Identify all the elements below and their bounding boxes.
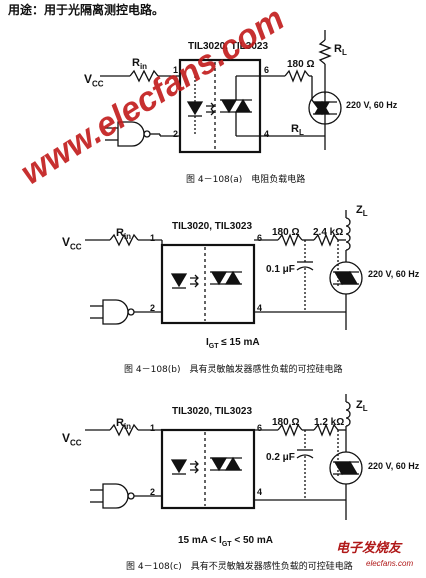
- cap-b-bottom: [296, 266, 314, 271]
- rl-top-resistor-a: [318, 39, 332, 65]
- cap-label-b: 0.1 μF: [266, 264, 295, 275]
- caption-b: 图 4－108(b) 具有灵敏触发器感性负载的可控硅电路: [124, 365, 343, 375]
- logo-text: 电子发烧友: [336, 541, 402, 556]
- pin4-a: 4: [264, 129, 270, 139]
- zl-inductor-b: [345, 217, 351, 251]
- circuit-c-diagram: [85, 394, 363, 520]
- rin-label-b: Rin: [116, 227, 132, 242]
- ic-box-a: [178, 58, 262, 154]
- vcc-label-a: VCC: [84, 72, 104, 89]
- r180-label-a: 180 Ω: [287, 59, 315, 70]
- ic-label-c: TIL3020, TIL3023: [172, 406, 253, 417]
- ac-label-a: 220 V, 60 Hz: [346, 100, 398, 110]
- circuit-b-diagram: [85, 210, 363, 330]
- ac-label-b: 220 V, 60 Hz: [368, 269, 420, 279]
- pin2-a: 2: [173, 129, 179, 139]
- nand-gate-b: [102, 299, 129, 325]
- rin-label-c: Rin: [116, 417, 132, 432]
- site-logo: 电子发烧友 elecfans.com: [336, 540, 424, 574]
- zl-inductor-c: [345, 401, 351, 427]
- pin4-b: 4: [257, 303, 263, 313]
- usage-header: 用途：用于光隔离测控电路。: [8, 3, 165, 17]
- pin2-c: 2: [150, 487, 156, 497]
- ic-label-a: TIL3020, TIL3023: [188, 41, 269, 52]
- caption-a: 图 4－108(a) 电阻负载电路: [186, 175, 306, 185]
- pin1-a: 1: [173, 65, 179, 75]
- pin1-c: 1: [150, 423, 156, 433]
- cap-label-c: 0.2 μF: [266, 452, 295, 463]
- rl-bottom-label-a: RL: [291, 123, 304, 138]
- vcc-label-b: VCC: [62, 235, 82, 252]
- logo-subtext: elecfans.com: [366, 559, 414, 568]
- cap-c-bottom: [296, 454, 314, 459]
- led-b: [170, 273, 188, 288]
- r180-resistor-b: [277, 233, 303, 247]
- r2-label-c: 1.2 kΩ: [314, 417, 345, 428]
- r2-resistor-b: [313, 233, 339, 247]
- pin6-c: 6: [257, 423, 263, 433]
- vcc-label-c: VCC: [62, 431, 82, 448]
- pin1-b: 1: [150, 233, 156, 243]
- rl-top-label-a: RL: [334, 43, 347, 58]
- ic-box-b: [160, 243, 256, 325]
- pin6-b: 6: [257, 233, 263, 243]
- r1-label-b: 180 Ω: [272, 227, 300, 238]
- led-c: [170, 459, 188, 474]
- rin-label-a: Rin: [132, 57, 148, 72]
- led-a: [186, 101, 204, 116]
- rin-resistor-a: [129, 69, 159, 83]
- r2-resistor-c: [313, 423, 339, 437]
- igt-label-c: 15 mA < IGT < 50 mA: [178, 535, 273, 549]
- zl-label-b: ZL: [356, 204, 368, 219]
- zl-label-c: ZL: [356, 399, 368, 414]
- ac-label-c: 220 V, 60 Hz: [368, 461, 420, 471]
- r180-resistor-c: [277, 423, 303, 437]
- igt-label-b: IGT ≤ 15 mA: [206, 337, 260, 351]
- r180-resistor-a: [284, 69, 310, 83]
- r1-label-c: 180 Ω: [272, 417, 300, 428]
- rin-resistor-b: [109, 233, 139, 247]
- rin-resistor-c: [109, 423, 139, 437]
- r2-label-b: 2.4 kΩ: [313, 227, 344, 238]
- circuit-a-diagram: [100, 30, 342, 154]
- pin4-c: 4: [257, 487, 263, 497]
- pin6-a: 6: [264, 65, 270, 75]
- ic-label-b: TIL3020, TIL3023: [172, 221, 253, 232]
- pin2-b: 2: [150, 303, 156, 313]
- ic-box-c: [160, 428, 256, 510]
- nand-gate-c: [102, 483, 129, 509]
- caption-c: 图 4－108(c) 具有不灵敏触发器感性负载的可控硅电路: [126, 562, 353, 572]
